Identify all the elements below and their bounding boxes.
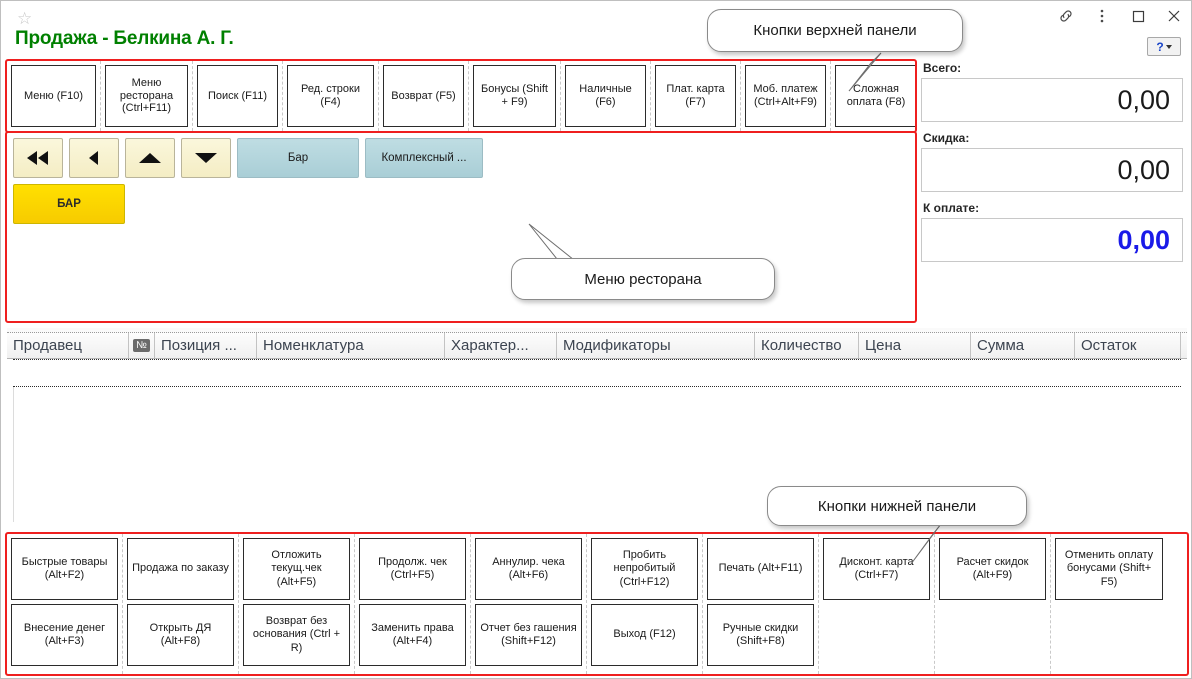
top-toolbar-cell: Поиск (F11) bbox=[193, 61, 283, 131]
callout-restaurant-menu: Меню ресторана bbox=[511, 258, 775, 300]
table-empty-body bbox=[13, 387, 1187, 522]
bottom-toolbar-button[interactable]: Аннулир. чека (Alt+F6) bbox=[475, 538, 582, 600]
callout-tail-top bbox=[848, 52, 882, 92]
total-value-field[interactable]: 0,00 bbox=[921, 148, 1183, 192]
menu-nav-row: Бар Комплексный ... bbox=[7, 132, 915, 178]
bottom-toolbar-column: Расчет скидок (Alt+F9) bbox=[935, 534, 1051, 674]
bottom-toolbar-button[interactable]: Внесение денег (Alt+F3) bbox=[11, 604, 118, 666]
callout-tail-bottom bbox=[910, 523, 942, 565]
bottom-toolbar-button[interactable]: Отложить текущ.чек (Alt+F5) bbox=[243, 538, 350, 600]
callout-top-panel-buttons: Кнопки верхней панели bbox=[707, 9, 963, 52]
table-column-header[interactable]: Количество bbox=[755, 333, 859, 358]
top-toolbar-cell: Возврат (F5) bbox=[379, 61, 469, 131]
bottom-toolbar: Быстрые товары (Alt+F2)Внесение денег (A… bbox=[7, 534, 1187, 674]
menu-category-row: БАР bbox=[7, 178, 915, 224]
bottom-toolbar-spacer bbox=[939, 604, 1046, 666]
left-arrow-icon-button[interactable] bbox=[69, 138, 119, 178]
table-column-header[interactable]: Остаток bbox=[1075, 333, 1181, 358]
top-toolbar-cell: Ред. строки (F4) bbox=[283, 61, 379, 131]
callout-bottom-panel-buttons: Кнопки нижней панели bbox=[767, 486, 1027, 526]
bottom-toolbar-column: Отложить текущ.чек (Alt+F5)Возврат без о… bbox=[239, 534, 355, 674]
up-arrow-icon-button[interactable] bbox=[125, 138, 175, 178]
table-column-header[interactable]: Продавец bbox=[7, 333, 129, 358]
top-toolbar-button[interactable]: Наличные (F6) bbox=[565, 65, 646, 127]
bottom-toolbar-button[interactable]: Продажа по заказу bbox=[127, 538, 234, 600]
bottom-toolbar-button[interactable]: Расчет скидок (Alt+F9) bbox=[939, 538, 1046, 600]
top-toolbar-button[interactable]: Меню ресторана (Ctrl+F11) bbox=[105, 65, 188, 127]
top-toolbar-cell: Меню (F10) bbox=[7, 61, 101, 131]
top-toolbar-cell: Плат. карта (F7) bbox=[651, 61, 741, 131]
total-label: К оплате: bbox=[923, 201, 980, 215]
total-value-field[interactable]: 0,00 bbox=[921, 78, 1183, 122]
bottom-toolbar-spacer bbox=[823, 604, 930, 666]
menu-group-complex[interactable]: Комплексный ... bbox=[365, 138, 483, 178]
bottom-toolbar-button[interactable]: Отменить оплату бонусами (Shift+ F5) bbox=[1055, 538, 1163, 600]
top-toolbar: Меню (F10)Меню ресторана (Ctrl+F11)Поиск… bbox=[7, 61, 917, 131]
table-column-header[interactable]: Сумма bbox=[971, 333, 1075, 358]
bottom-toolbar-column: Дисконт. карта (Ctrl+F7) bbox=[819, 534, 935, 674]
link-icon[interactable] bbox=[1057, 7, 1075, 25]
top-toolbar-button[interactable]: Плат. карта (F7) bbox=[655, 65, 736, 127]
down-arrow-icon-button[interactable] bbox=[181, 138, 231, 178]
page-title: Продажа - Белкина А. Г. bbox=[15, 28, 234, 49]
table-column-header[interactable]: № bbox=[129, 333, 155, 358]
top-toolbar-cell: Меню ресторана (Ctrl+F11) bbox=[101, 61, 193, 131]
maximize-icon[interactable] bbox=[1129, 7, 1147, 25]
table-column-header[interactable]: Позиция ... bbox=[155, 333, 257, 358]
top-toolbar-button[interactable]: Меню (F10) bbox=[11, 65, 96, 127]
top-toolbar-cell: Наличные (F6) bbox=[561, 61, 651, 131]
top-toolbar-button[interactable]: Ред. строки (F4) bbox=[287, 65, 374, 127]
total-label: Всего: bbox=[923, 61, 962, 75]
help-question-icon: ? bbox=[1156, 39, 1164, 54]
top-toolbar-button[interactable]: Поиск (F11) bbox=[197, 65, 278, 127]
table-top-strip bbox=[7, 328, 1187, 333]
bottom-toolbar-column: Аннулир. чека (Alt+F6)Отчет без гашения … bbox=[471, 534, 587, 674]
more-vert-icon[interactable] bbox=[1093, 7, 1111, 25]
top-toolbar-cell: Бонусы (Shift + F9) bbox=[469, 61, 561, 131]
bottom-toolbar-button[interactable]: Дисконт. карта (Ctrl+F7) bbox=[823, 538, 930, 600]
bottom-toolbar-column: Пробить непробитый (Ctrl+F12)Выход (F12) bbox=[587, 534, 703, 674]
bottom-toolbar-button[interactable]: Быстрые товары (Alt+F2) bbox=[11, 538, 118, 600]
top-toolbar-button[interactable]: Бонусы (Shift + F9) bbox=[473, 65, 556, 127]
bottom-toolbar-button[interactable]: Ручные скидки (Shift+F8) bbox=[707, 604, 814, 666]
total-value-field[interactable]: 0,00 bbox=[921, 218, 1183, 262]
table-column-header[interactable]: Номенклатура bbox=[257, 333, 445, 358]
window-controls bbox=[1057, 7, 1183, 25]
bottom-toolbar-column: Быстрые товары (Alt+F2)Внесение денег (A… bbox=[7, 534, 123, 674]
bottom-toolbar-button[interactable]: Продолж. чек (Ctrl+F5) bbox=[359, 538, 466, 600]
bottom-toolbar-button[interactable]: Открыть ДЯ (Alt+F8) bbox=[127, 604, 234, 666]
bottom-toolbar-button[interactable]: Печать (Alt+F11) bbox=[707, 538, 814, 600]
bottom-toolbar-button[interactable]: Выход (F12) bbox=[591, 604, 698, 666]
top-toolbar-button[interactable]: Сложная оплата (F8) bbox=[835, 65, 917, 127]
top-toolbar-cell: Сложная оплата (F8) bbox=[831, 61, 921, 131]
chevron-down-icon bbox=[1165, 44, 1172, 49]
table-column-header[interactable]: Модификаторы bbox=[557, 333, 755, 358]
help-button[interactable]: ? bbox=[1147, 37, 1181, 56]
bottom-toolbar-button[interactable]: Возврат без основания (Ctrl + R) bbox=[243, 604, 350, 666]
bottom-toolbar-button[interactable]: Отчет без гашения (Shift+F12) bbox=[475, 604, 582, 666]
table-column-header[interactable]: Характер... bbox=[445, 333, 557, 358]
menu-group-bar[interactable]: Бар bbox=[237, 138, 359, 178]
top-toolbar-cell: Моб. платеж (Ctrl+Alt+F9) bbox=[741, 61, 831, 131]
bottom-toolbar-column: Печать (Alt+F11)Ручные скидки (Shift+F8) bbox=[703, 534, 819, 674]
bottom-toolbar-column: Отменить оплату бонусами (Shift+ F5) bbox=[1051, 534, 1167, 674]
menu-category-bar[interactable]: БАР bbox=[13, 184, 125, 224]
row-number-icon: № bbox=[133, 339, 150, 352]
top-toolbar-button[interactable]: Моб. платеж (Ctrl+Alt+F9) bbox=[745, 65, 826, 127]
bottom-toolbar-button[interactable]: Пробить непробитый (Ctrl+F12) bbox=[591, 538, 698, 600]
table-row[interactable] bbox=[13, 359, 1181, 387]
top-toolbar-button[interactable]: Возврат (F5) bbox=[383, 65, 464, 127]
total-label: Скидка: bbox=[923, 131, 970, 145]
double-left-arrow-icon-button[interactable] bbox=[13, 138, 63, 178]
star-icon[interactable]: ☆ bbox=[17, 9, 33, 28]
bottom-toolbar-button[interactable]: Заменить права (Alt+F4) bbox=[359, 604, 466, 666]
bottom-toolbar-spacer bbox=[1055, 604, 1163, 666]
table-column-header[interactable]: Цена bbox=[859, 333, 971, 358]
bottom-toolbar-column: Продолж. чек (Ctrl+F5)Заменить права (Al… bbox=[355, 534, 471, 674]
close-icon[interactable] bbox=[1165, 7, 1183, 25]
